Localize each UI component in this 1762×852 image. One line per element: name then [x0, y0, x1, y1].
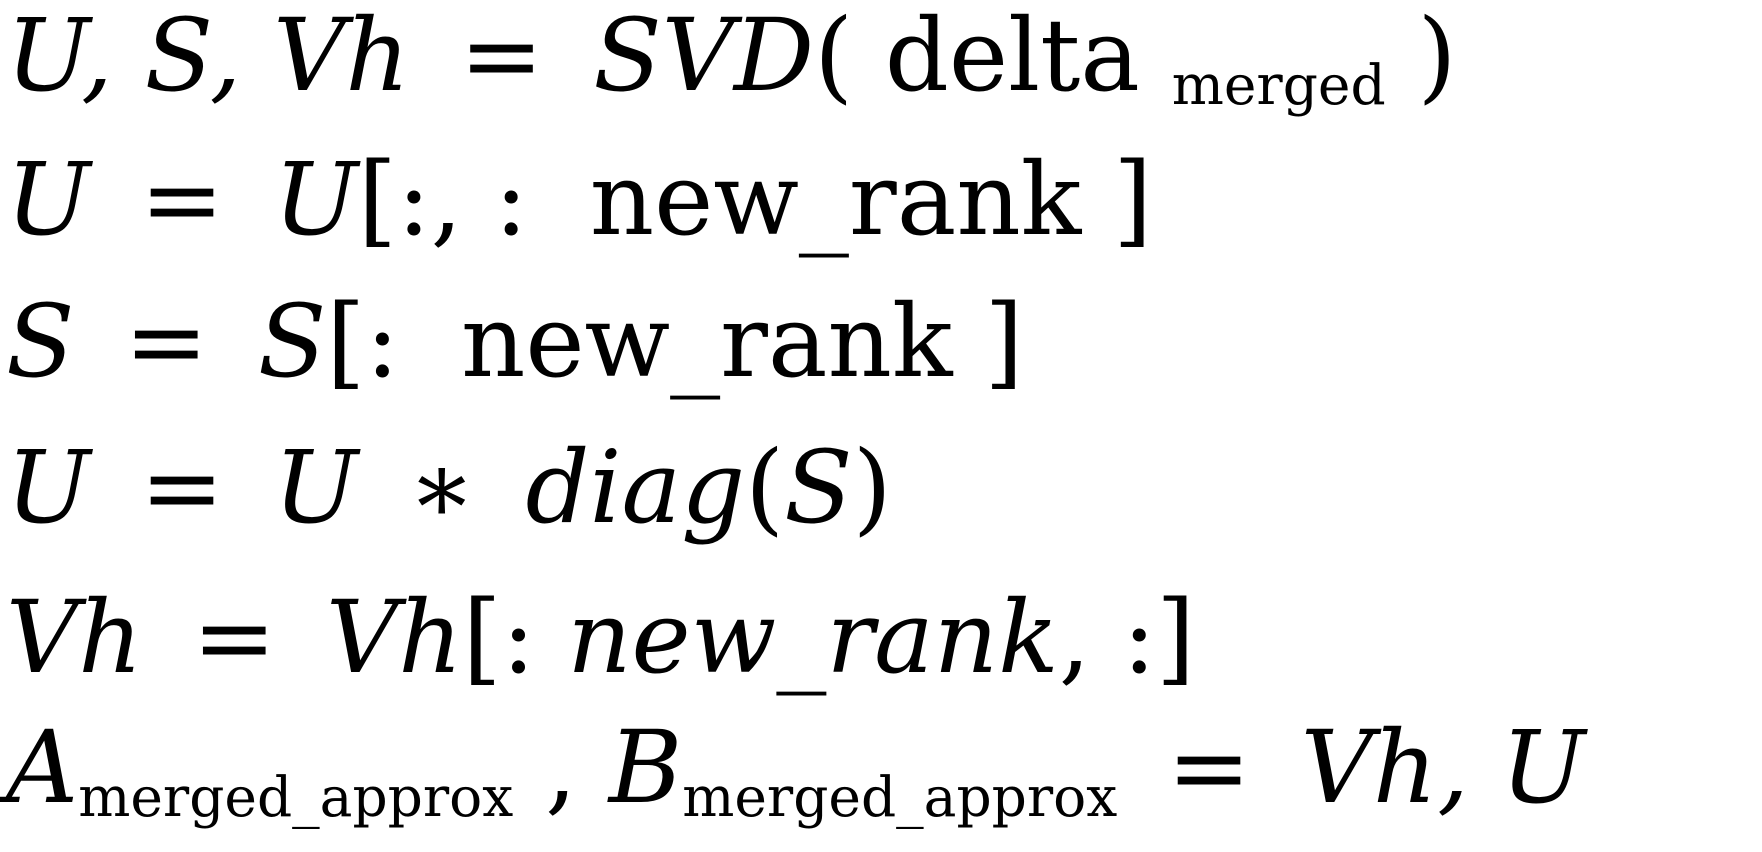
- lhs-u: U: [6, 141, 91, 258]
- var-b: B: [608, 709, 683, 826]
- b-subscript: merged_approx: [682, 764, 1118, 829]
- open-paren: (: [745, 429, 785, 546]
- svd-function: SVD: [593, 0, 815, 114]
- comma: ,: [545, 709, 577, 826]
- equation-svd: U, S, Vh = SVD( delta merged ): [6, 6, 1456, 113]
- equation-u-slice: U = U[:, : new_rank ]: [6, 150, 1152, 250]
- var-s: S: [257, 283, 327, 400]
- merged-subscript: merged: [1171, 52, 1386, 117]
- delta-text: delta: [884, 0, 1140, 114]
- lhs-s: S: [6, 283, 75, 400]
- rhs-vh-u: Vh, U: [1300, 709, 1586, 826]
- slice-colons: :, :: [396, 141, 528, 258]
- equation-s-slice: S = S[: new_rank ]: [6, 292, 1023, 392]
- close-paren: ): [852, 429, 892, 546]
- asterisk-operator: ∗: [407, 429, 476, 546]
- equals-sign: =: [192, 579, 277, 696]
- var-a: A: [6, 709, 79, 826]
- var-vh: Vh: [326, 579, 463, 696]
- open-bracket: [: [357, 141, 397, 258]
- equals-sign: =: [140, 141, 224, 258]
- diag-function: diag: [525, 429, 746, 546]
- slice-colon: :: [501, 579, 536, 696]
- equation-vh-slice: Vh = Vh[: new_rank, :]: [6, 588, 1195, 688]
- equation-u-diag: U = U ∗ diag(S): [6, 438, 892, 538]
- equation-merged-approx: Amerged_approx , Bmerged_approx = Vh, U: [6, 718, 1585, 825]
- lhs-u: U: [6, 429, 91, 546]
- open-bracket: [: [326, 283, 366, 400]
- slice-tail: , :: [1058, 579, 1157, 696]
- new-rank-italic: new_rank: [567, 579, 1059, 696]
- var-u: U: [273, 429, 358, 546]
- close-bracket: ]: [984, 283, 1024, 400]
- close-bracket: ]: [1113, 141, 1153, 258]
- svd-outputs: U, S, Vh: [6, 0, 410, 114]
- lhs-vh: Vh: [6, 579, 143, 696]
- a-subscript: merged_approx: [78, 764, 514, 829]
- new-rank-text: new_rank: [589, 141, 1082, 258]
- equals-sign: =: [124, 283, 209, 400]
- arg-s: S: [784, 429, 853, 546]
- new-rank-text: new_rank: [460, 283, 953, 400]
- close-paren: ): [1417, 0, 1457, 114]
- equals-sign: =: [140, 429, 224, 546]
- slice-colon: :: [365, 283, 400, 400]
- equals-sign: =: [459, 0, 544, 114]
- var-u: U: [273, 141, 358, 258]
- open-bracket: [: [462, 579, 502, 696]
- equals-sign: =: [1167, 709, 1251, 826]
- open-paren: (: [814, 0, 854, 114]
- close-bracket: ]: [1156, 579, 1196, 696]
